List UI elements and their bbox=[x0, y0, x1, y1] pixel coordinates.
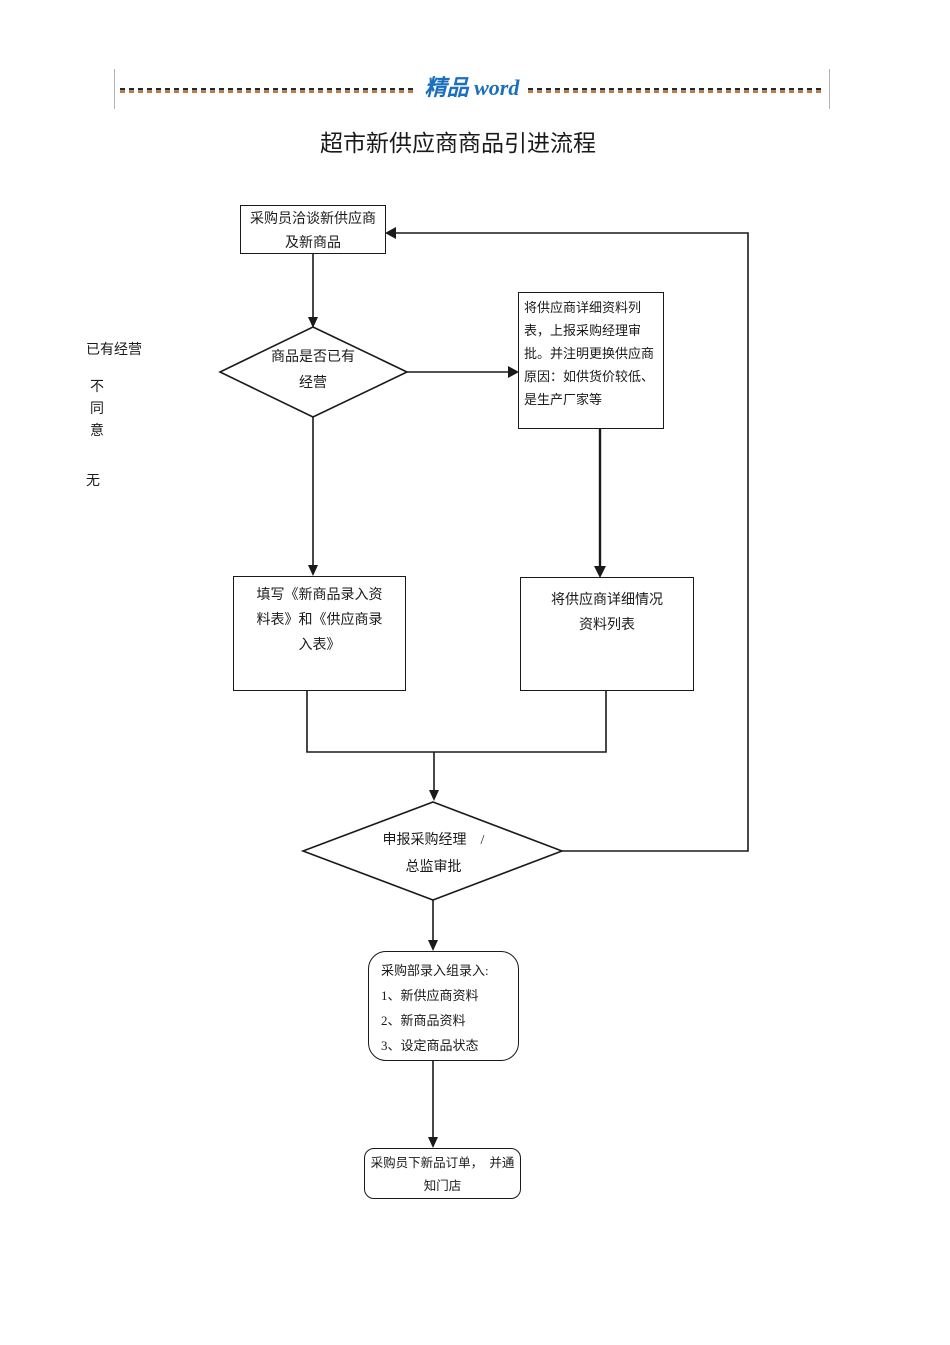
node-supplier-detail: 将供应商详细情况 资料列表 bbox=[520, 577, 694, 691]
decision-existing-label: 商品是否已有 经营 bbox=[271, 350, 355, 391]
node-place-order: 采购员下新品订单， 并通 知门店 bbox=[364, 1148, 521, 1199]
arrowhead-into-entry bbox=[428, 940, 438, 951]
connector-merge bbox=[306, 691, 607, 753]
arrowhead-into-order bbox=[428, 1137, 438, 1148]
page-title: 超市新供应商商品引进流程 bbox=[320, 131, 596, 156]
label-already-operating: 已有经营 bbox=[86, 343, 142, 358]
arrowhead-into-decision2 bbox=[429, 790, 439, 801]
node-fill-form: 填写《新商品录入资 料表》和《供应商录 入表》 bbox=[233, 576, 406, 691]
arrowhead-into-report bbox=[508, 366, 519, 378]
node-entry-group: 采购部录入组录入: 1、新供应商资料 2、新商品资料 3、设定商品状态 bbox=[368, 951, 519, 1061]
decision-approval-shape bbox=[300, 801, 565, 901]
header-rule: 精品 word bbox=[114, 69, 830, 109]
arrowhead-into-start bbox=[385, 227, 396, 239]
node-supplier-report: 将供应商详细资料列 表，上报采购经理审 批。并注明更换供应商 原因：如供货价较低… bbox=[518, 292, 664, 429]
decision-approval-label: 申报采购经理 / 总监审批 bbox=[382, 833, 485, 875]
header-dash-left bbox=[120, 88, 416, 93]
header-dash-right bbox=[528, 88, 824, 93]
label-disagree: 不 同 意 bbox=[90, 380, 104, 439]
node-start-negotiate: 采购员洽谈新供应商 及新商品 bbox=[240, 205, 386, 254]
connector-feedback-loop bbox=[389, 232, 749, 852]
arrowhead-into-detail bbox=[594, 566, 606, 578]
brand-text: 精品 word bbox=[424, 75, 520, 100]
arrowhead-into-fillform bbox=[308, 565, 318, 576]
arrowhead-into-decision1 bbox=[308, 317, 318, 328]
label-none: 无 bbox=[86, 474, 100, 489]
decision-existing-shape bbox=[218, 326, 409, 418]
